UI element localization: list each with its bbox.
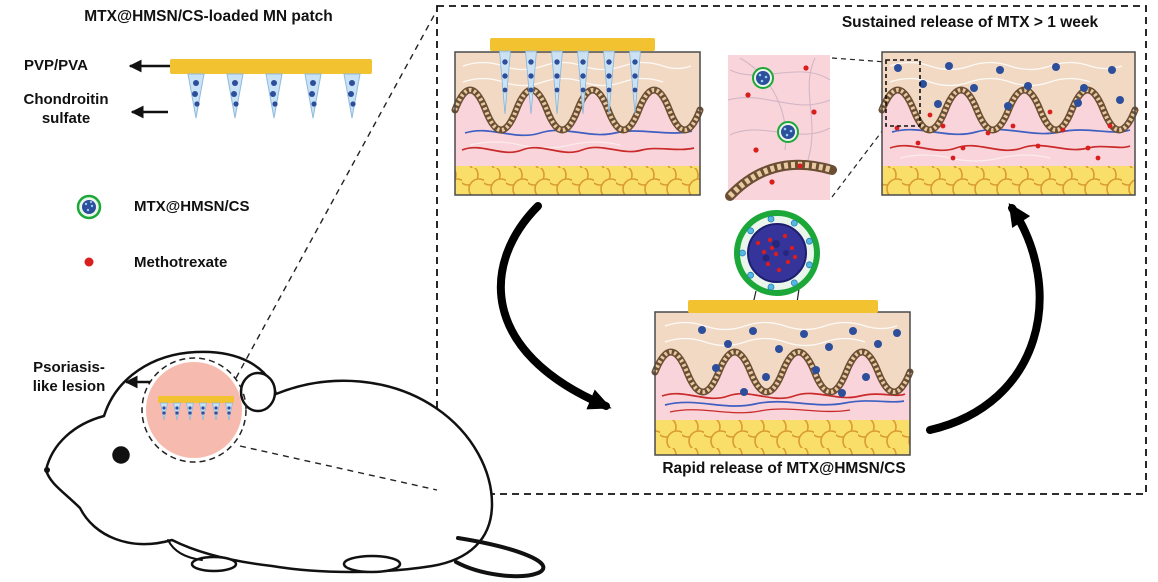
panel-c-zoom-rect [885,59,921,127]
legend-nanoparticle-label: MTX@HMSN/CS [134,198,250,215]
figure-title: MTX@HMSN/CS-loaded MN patch [84,8,333,25]
label-arrows [124,59,170,389]
sustained-release-label: Sustained release of MTX > 1 week [841,14,1099,31]
skin-panel-sustained-release [878,51,1139,196]
skin-panel-rapid-release [651,300,914,456]
psoriasis-lesion-label: Psoriasis- like lesion [14,358,124,396]
panel-a-patch [490,38,655,51]
pvp-pva-label: PVP/PVA [24,57,88,74]
cycle-arrows [496,202,1044,434]
mouse-front-foot [190,555,238,573]
inset-nanoparticles [752,67,799,143]
lesion-mini-patch [158,396,234,421]
nanoparticle-shell-dots [739,215,813,291]
mouse-hind-foot [342,554,402,574]
panel-c-nanoparticles [894,62,1124,110]
mouse-nose [44,467,50,473]
nanoparticle-core-mtx [755,233,798,273]
chondroitin-line1: Chondroitin [23,91,109,108]
inset-zoom-connectors [831,57,887,198]
nanoparticle-icon [76,194,102,220]
chondroitin-line2: sulfate [41,110,91,127]
lesion-zoom-connectors [235,9,438,491]
lesion-dashed-circle [141,357,247,463]
legend-methotrexate-label: Methotrexate [134,254,228,271]
lesion-line2: like lesion [32,378,106,395]
panel-d-patch [688,300,878,313]
arrow-down-left [496,202,612,410]
panel-c-mtx-dots [894,109,1113,161]
methotrexate-dot-icon [84,257,94,267]
panel-d-nanoparticles [698,326,901,397]
mn-patch-illustration [170,59,372,119]
rapid-release-label: Rapid release of MTX@HMSN/CS [662,460,906,477]
inset-mtx-dots [745,65,817,185]
chondroitin-sulfate-label: Chondroitin sulfate [10,90,122,128]
mouse-front-leg-line [167,539,203,561]
lesion-line1: Psoriasis- [33,359,105,376]
tissue-zoom-inset [725,55,837,201]
mouse-tail [454,536,546,579]
panel-a-needles [499,50,641,115]
mouse-eye [112,446,130,464]
skin-panel-mn-inserted [451,38,704,196]
mouse-ear [239,371,277,413]
arrow-up-right [926,202,1044,434]
psoriasis-lesion [141,357,247,463]
